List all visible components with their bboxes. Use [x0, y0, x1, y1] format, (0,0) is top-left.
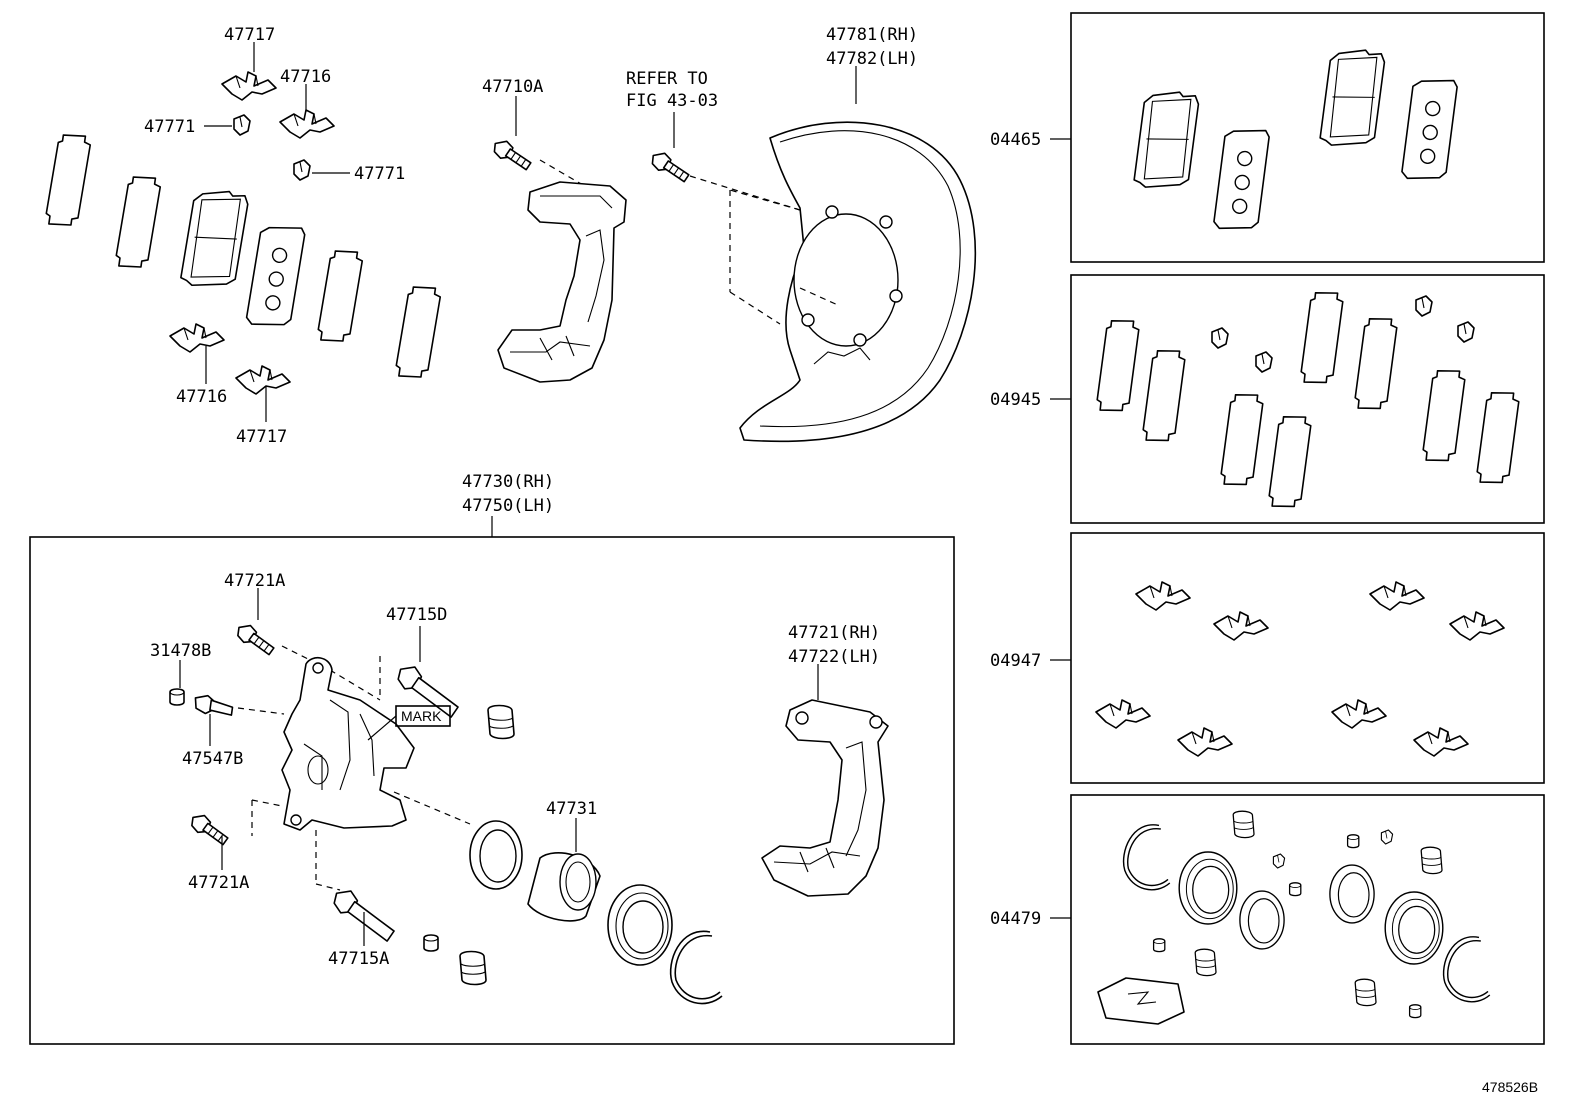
clip-47717-bottom [235, 365, 291, 395]
callout-47730: 47730(RH) [462, 472, 554, 492]
kit-label-04945: 04945 [990, 390, 1041, 410]
refer-line-1: REFER TO [626, 69, 708, 89]
kit-box-04947 [1070, 532, 1545, 784]
caliper-body [281, 657, 415, 831]
dust-shield-47781 [739, 121, 977, 443]
clip-47716-bottom [169, 323, 225, 353]
boot-47715A [459, 950, 487, 986]
bolt-47721A-bottom [186, 811, 234, 847]
kit-box-04945 [1070, 274, 1545, 524]
mounting-bracket-top [497, 181, 627, 383]
callout-47717-bottom: 47717 [236, 427, 287, 447]
pin-47715D [397, 666, 459, 718]
kit-box-04465 [1070, 12, 1545, 263]
callout-47716-top: 47716 [280, 67, 331, 87]
bolt-47710A [489, 137, 536, 172]
boot-47715D [487, 704, 515, 740]
dust-boot [607, 884, 673, 966]
callout-47721A-top: 47721A [224, 571, 285, 591]
snap-ring [669, 930, 723, 1005]
callout-47731: 47731 [546, 799, 597, 819]
kit-label-04479: 04479 [990, 909, 1041, 929]
cap-47715A [423, 934, 439, 952]
kit-04947-parts [1095, 581, 1505, 757]
callout-47750: 47750(LH) [462, 496, 554, 516]
callout-47721A-bottom: 47721A [188, 873, 249, 893]
kit-label-04947: 04947 [990, 651, 1041, 671]
callout-47721: 47721(RH) [788, 623, 880, 643]
refer-line-2: FIG 43-03 [626, 91, 718, 111]
caliper-assembly-box [29, 536, 955, 1045]
kit-04945-parts [1095, 289, 1521, 511]
callout-47717-top: 47717 [224, 25, 275, 45]
pin-47715A [333, 890, 395, 942]
cap-31478B [169, 688, 185, 706]
bleeder-47547B [194, 694, 234, 716]
kit-04465-parts [1132, 45, 1459, 234]
callout-47715A: 47715A [328, 949, 389, 969]
clip-47717-top [221, 71, 277, 101]
piston-47731 [527, 852, 601, 922]
clip-47716-top [279, 109, 335, 139]
piston-seal [469, 820, 523, 890]
callout-47771-a: 47771 [144, 117, 195, 137]
retainer-47771-a [233, 114, 251, 136]
retainer-47771-b [293, 159, 311, 181]
callout-47722: 47722(LH) [788, 647, 880, 667]
bolt-refer-fig [647, 149, 694, 184]
callout-47716-bottom: 47716 [176, 387, 227, 407]
callout-47781: 47781(RH) [826, 25, 918, 45]
bolt-47721A-top [232, 621, 280, 657]
callout-31478B: 31478B [150, 641, 211, 661]
callout-47771-b: 47771 [354, 164, 405, 184]
kit-04479-parts [1097, 810, 1491, 1025]
callout-47547B: 47547B [182, 749, 243, 769]
callout-47715D: 47715D [386, 605, 447, 625]
callout-47710A: 47710A [482, 77, 543, 97]
kit-label-04465: 04465 [990, 130, 1041, 150]
mark-label: MARK [401, 708, 442, 724]
figure-id: 478526B [1482, 1079, 1538, 1095]
kit-box-04479 [1070, 794, 1545, 1045]
torque-plate-47721 [761, 699, 889, 897]
callout-47782: 47782(LH) [826, 49, 918, 69]
